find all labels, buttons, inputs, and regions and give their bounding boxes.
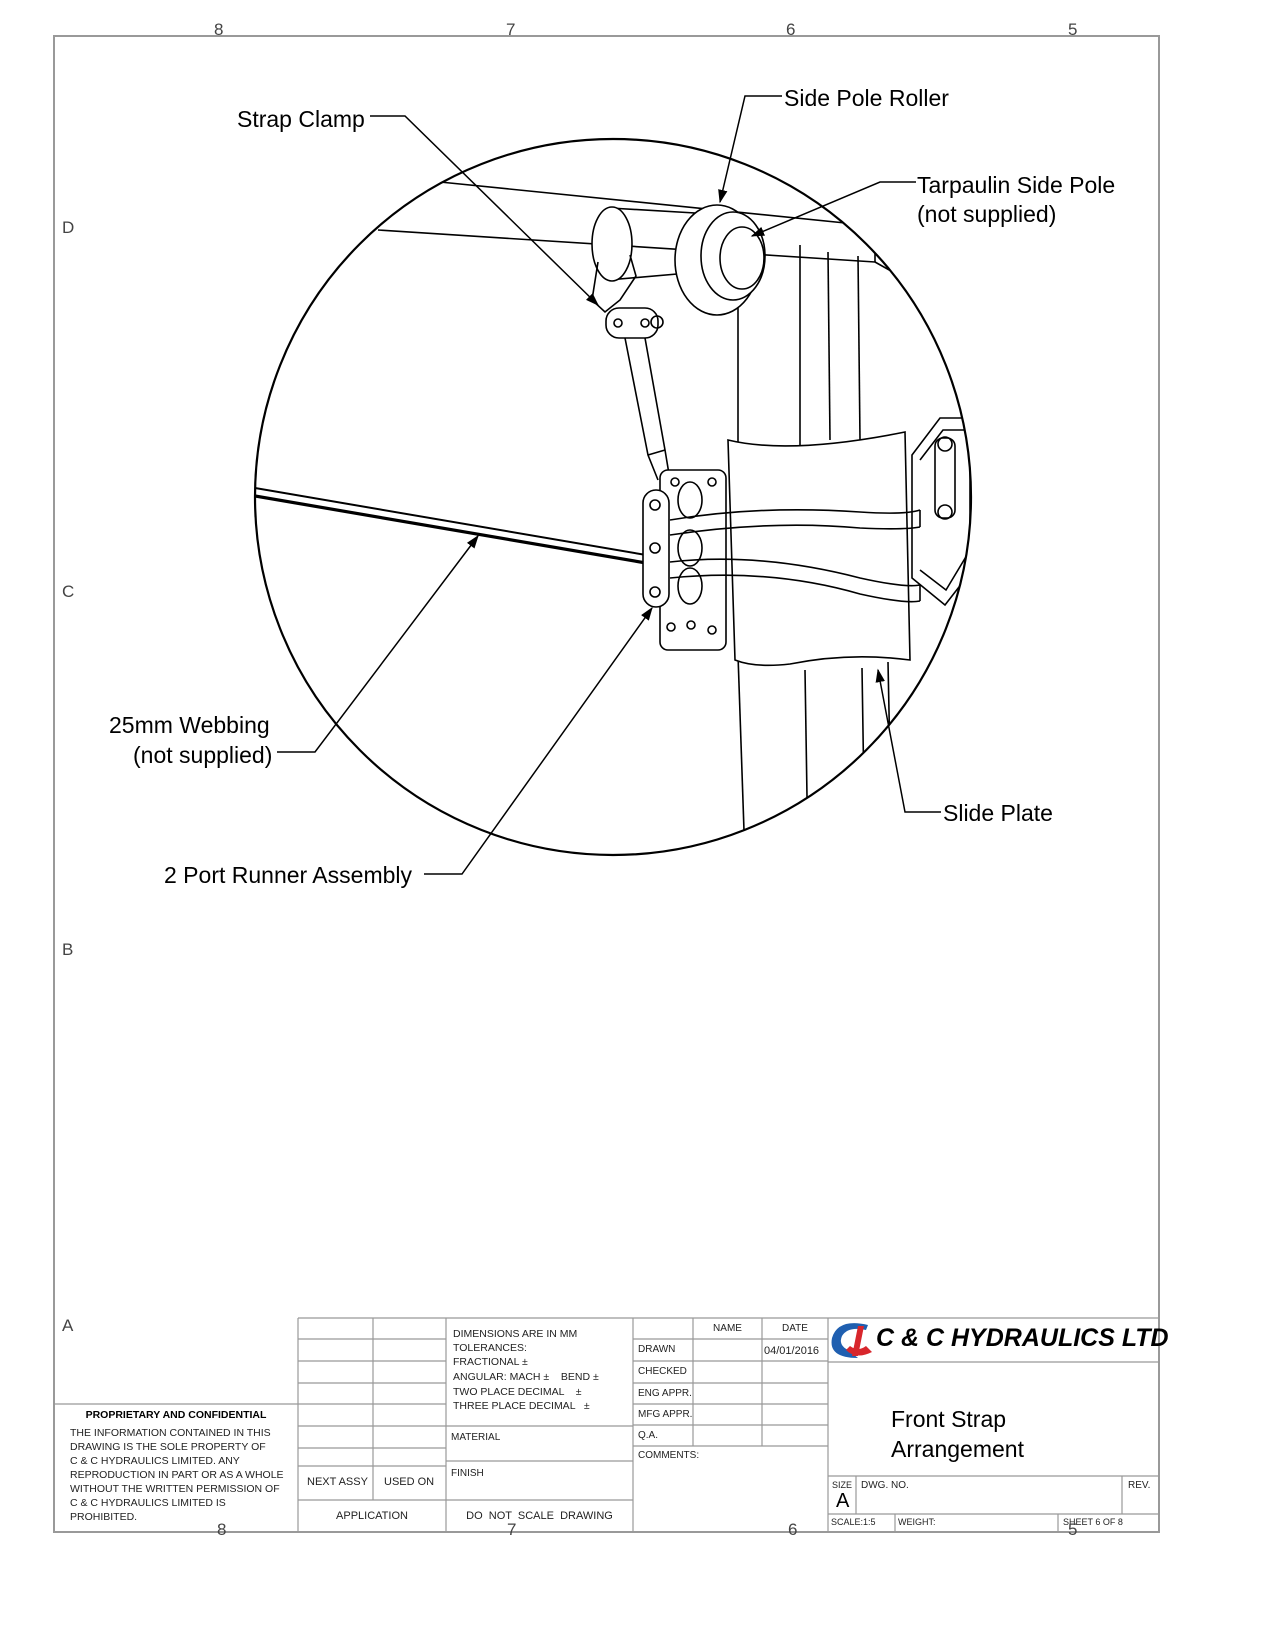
material-label: MATERIAL	[451, 1432, 501, 1443]
zone-column-7-top: 7	[506, 20, 516, 39]
zone-row-a: A	[62, 1316, 74, 1335]
detail-view	[253, 137, 973, 857]
comments-label: COMMENTS:	[638, 1450, 700, 1461]
size-label: SIZE	[832, 1480, 853, 1490]
tolerance-line: ANGULAR: MACH ± BEND ±	[453, 1371, 599, 1383]
drawing-title-line1: Front Strap	[891, 1406, 1007, 1432]
confidential-line: REPRODUCTION IN PART OR AS A WHOLE	[70, 1469, 284, 1481]
confidential-line: C & C HYDRAULICS LIMITED IS	[70, 1497, 226, 1509]
tolerance-line: TOLERANCES:	[453, 1342, 527, 1354]
tolerance-line: TWO PLACE DECIMAL ±	[453, 1386, 582, 1398]
qa-label: Q.A.	[638, 1430, 659, 1441]
eng-appr-label: ENG APPR.	[638, 1388, 692, 1399]
name-header: NAME	[713, 1323, 742, 1334]
zone-row-c: C	[62, 582, 75, 601]
confidential-line: WITHOUT THE WRITTEN PERMISSION OF	[70, 1483, 280, 1495]
company-logo-mark	[831, 1323, 872, 1358]
leader-lines	[277, 95, 941, 875]
leader-side-pole-roller	[718, 95, 782, 204]
zone-column-7-bottom: 7	[507, 1520, 517, 1539]
confidential-line: PROHIBITED.	[70, 1511, 138, 1523]
dwg-no-label: DWG. NO.	[861, 1480, 909, 1491]
confidential-line: C & C HYDRAULICS LIMITED. ANY	[70, 1455, 240, 1467]
drawing-title-line2: Arrangement	[891, 1436, 1024, 1462]
label-webbing: 25mm Webbing	[109, 712, 270, 738]
zone-row-b: B	[62, 940, 74, 959]
label-strap-clamp: Strap Clamp	[237, 106, 365, 132]
do-not-scale-label: DO NOT SCALE DRAWING	[466, 1510, 613, 1522]
checked-label: CHECKED	[638, 1366, 687, 1377]
drawn-date: 04/01/2016	[764, 1345, 820, 1357]
confidential-line: THE INFORMATION CONTAINED IN THIS	[70, 1427, 271, 1439]
next-assy-label: NEXT ASSY	[307, 1476, 368, 1488]
sheet-border	[53, 35, 1160, 1533]
title-block-lines	[54, 1317, 1159, 1532]
sheet-label: SHEET 6 OF 8	[1063, 1517, 1123, 1527]
company-name: C & C HYDRAULICS LTD	[876, 1324, 1169, 1352]
label-webbing-not-supplied: (not supplied)	[133, 742, 273, 768]
drawn-label: DRAWN	[638, 1344, 676, 1355]
label-side-pole-roller: Side Pole Roller	[784, 85, 949, 111]
zone-column-5-top: 5	[1068, 20, 1078, 39]
finish-label: FINISH	[451, 1468, 484, 1479]
confidential-title: PROPRIETARY AND CONFIDENTIAL	[85, 1409, 267, 1421]
rev-label: REV.	[1128, 1480, 1151, 1491]
tolerance-line: FRACTIONAL ±	[453, 1356, 528, 1368]
zone-column-6-bottom: 6	[788, 1520, 798, 1539]
label-slide-plate: Slide Plate	[943, 800, 1053, 826]
label-runner-assembly: 2 Port Runner Assembly	[164, 862, 413, 888]
label-tarpaulin-not-supplied: (not supplied)	[917, 201, 1057, 227]
leader-runner-assembly	[424, 606, 653, 875]
zone-column-6-top: 6	[786, 20, 796, 39]
tolerance-line: DIMENSIONS ARE IN MM	[453, 1328, 578, 1340]
zone-column-5-bottom: 5	[1068, 1520, 1078, 1539]
date-header: DATE	[782, 1323, 808, 1334]
zone-column-8-bottom: 8	[217, 1520, 227, 1539]
mfg-appr-label: MFG APPR.	[638, 1409, 693, 1420]
size-value: A	[836, 1490, 850, 1512]
leader-tarpaulin-side-pole	[750, 181, 916, 237]
label-tarpaulin-side-pole: Tarpaulin Side Pole	[917, 172, 1116, 198]
tolerance-line: THREE PLACE DECIMAL ±	[453, 1400, 590, 1412]
leader-slide-plate	[875, 668, 941, 813]
zone-row-d: D	[62, 218, 75, 237]
used-on-label: USED ON	[384, 1476, 435, 1488]
zone-column-8-top: 8	[214, 20, 224, 39]
leader-webbing	[277, 534, 479, 753]
leader-strap-clamp	[370, 115, 599, 306]
confidential-line: DRAWING IS THE SOLE PROPERTY OF	[70, 1441, 266, 1453]
application-label: APPLICATION	[336, 1510, 408, 1522]
scale-label: SCALE:1:5	[831, 1517, 876, 1527]
weight-label: WEIGHT:	[898, 1517, 936, 1527]
